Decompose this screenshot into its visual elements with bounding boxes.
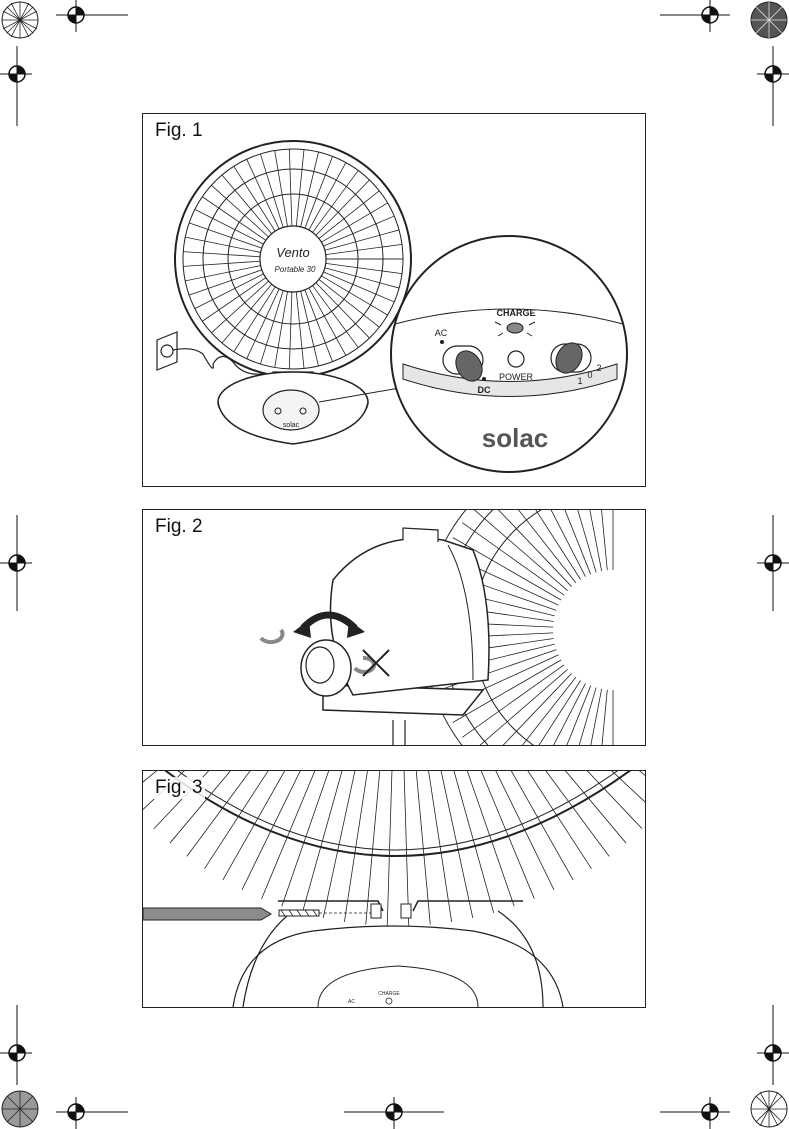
figure-label: Fig. 2 [153,516,205,538]
registration-mark-icon [753,1005,789,1085]
figure-1: Fig. 1 Vento Portable 30 solac [142,113,646,487]
registration-mark-icon [48,1093,128,1129]
registration-mark-icon [0,0,44,44]
figure-3: Fig. 3 AC CHARGE [142,770,646,1008]
fan-illustration: Vento Portable 30 solac CHARGE POWER AC [143,114,645,486]
registration-mark-icon [753,515,789,611]
rotate-arrow-icon [261,630,283,642]
figure-label: Fig. 1 [153,120,205,142]
registration-mark-icon [344,1093,444,1129]
registration-mark-icon [749,0,789,44]
dc-label: DC [478,385,491,395]
registration-mark-icon [0,1085,44,1129]
registration-mark-icon [749,1085,789,1129]
registration-mark-icon [0,46,36,126]
speed-1-label: 1 [577,376,582,386]
base-brand: solac [283,422,300,429]
registration-mark-icon [0,1005,36,1085]
figure-label: Fig. 3 [153,777,205,799]
base-ac-label: AC [348,999,355,1005]
charge-label: CHARGE [496,308,535,318]
speed-2-label: 2 [596,363,601,373]
fan-guard-bottom [143,771,645,926]
power-label: POWER [499,372,534,382]
fan-badge-line1: Vento [276,245,310,260]
registration-mark-icon [660,1093,740,1129]
screw-assembly-illustration: AC CHARGE [143,771,645,1007]
panel-brand: solac [482,423,549,453]
registration-mark-icon [660,0,740,36]
ac-label: AC [435,328,448,338]
registration-mark-icon [48,0,128,36]
base-charge-label: CHARGE [378,991,400,997]
speed-0-label: 0 [587,370,592,380]
fan-badge-line2: Portable 30 [275,265,316,274]
tilt-knob-illustration [143,510,645,745]
tilt-knob[interactable] [301,640,351,696]
figure-2: Fig. 2 [142,509,646,746]
screwdriver-icon [143,908,271,920]
registration-mark-icon [0,515,36,611]
registration-mark-icon [753,46,789,126]
